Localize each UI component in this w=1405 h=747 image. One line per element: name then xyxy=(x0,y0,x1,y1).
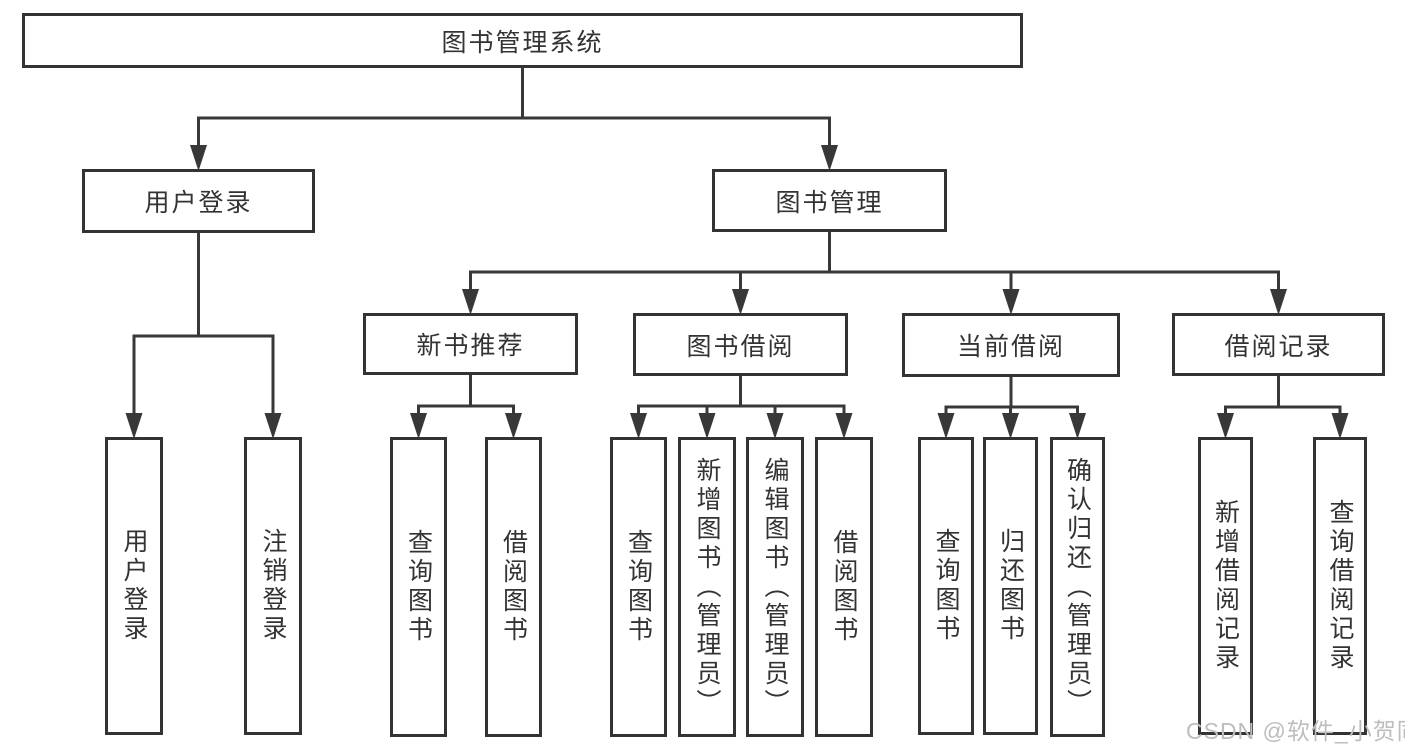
edge-0-arrowhead-0 xyxy=(190,145,207,171)
edge-2-arrowhead-2 xyxy=(1002,289,1020,315)
node-book-borrowing: 图书借阅 xyxy=(633,313,848,376)
node-current-borrowing: 当前借阅 xyxy=(902,313,1120,377)
edge-0-arrowhead-1 xyxy=(821,145,838,171)
edge-1-arrowhead-1 xyxy=(264,413,282,439)
node-edit-books-admin: 编辑图书（管理员） xyxy=(746,437,804,737)
node-root: 图书管理系统 xyxy=(22,13,1023,68)
node-add-borrow-record: 新增借阅记录 xyxy=(1198,437,1253,735)
node-query-books-2: 查询图书 xyxy=(610,437,667,737)
edge-4-arrowhead-2 xyxy=(766,413,784,439)
node-confirm-return-admin: 确认归还（管理员） xyxy=(1050,437,1105,737)
node-return-books: 归还图书 xyxy=(983,437,1038,735)
edge-4-arrowhead-0 xyxy=(630,413,647,439)
edge-5-arrowhead-0 xyxy=(937,413,955,439)
node-user-login: 用户登录 xyxy=(82,169,315,233)
node-query-books-3: 查询图书 xyxy=(918,437,974,735)
node-query-books-1: 查询图书 xyxy=(390,437,447,737)
node-add-books-admin: 新增图书（管理员） xyxy=(678,437,736,737)
watermark: CSDN @软件_小贺同学 xyxy=(1186,718,1405,744)
edge-6-arrowhead-0 xyxy=(1217,413,1234,439)
edge-4-arrowhead-3 xyxy=(835,413,853,439)
edge-6-arrowhead-1 xyxy=(1331,413,1349,439)
edge-2-arrowhead-3 xyxy=(1270,289,1287,315)
node-logout-leaf: 注销登录 xyxy=(244,437,302,735)
edge-2-arrowhead-1 xyxy=(732,289,749,315)
edge-5-arrowhead-1 xyxy=(1002,413,1019,439)
node-new-book-recommend: 新书推荐 xyxy=(363,313,578,375)
node-user-login-leaf: 用户登录 xyxy=(105,437,163,735)
edge-5-arrowhead-2 xyxy=(1069,413,1086,439)
edge-2-arrowhead-0 xyxy=(462,289,479,315)
edge-3-arrowhead-0 xyxy=(410,413,427,439)
node-borrow-books-1: 借阅图书 xyxy=(485,437,542,737)
node-borrow-books-2: 借阅图书 xyxy=(815,437,873,737)
node-borrowing-records: 借阅记录 xyxy=(1172,313,1385,376)
node-book-management: 图书管理 xyxy=(712,169,947,232)
edge-3-arrowhead-1 xyxy=(505,413,522,439)
edge-1-arrowhead-0 xyxy=(125,413,143,439)
node-query-borrow-record: 查询借阅记录 xyxy=(1313,437,1367,735)
edge-4-arrowhead-1 xyxy=(698,413,716,439)
